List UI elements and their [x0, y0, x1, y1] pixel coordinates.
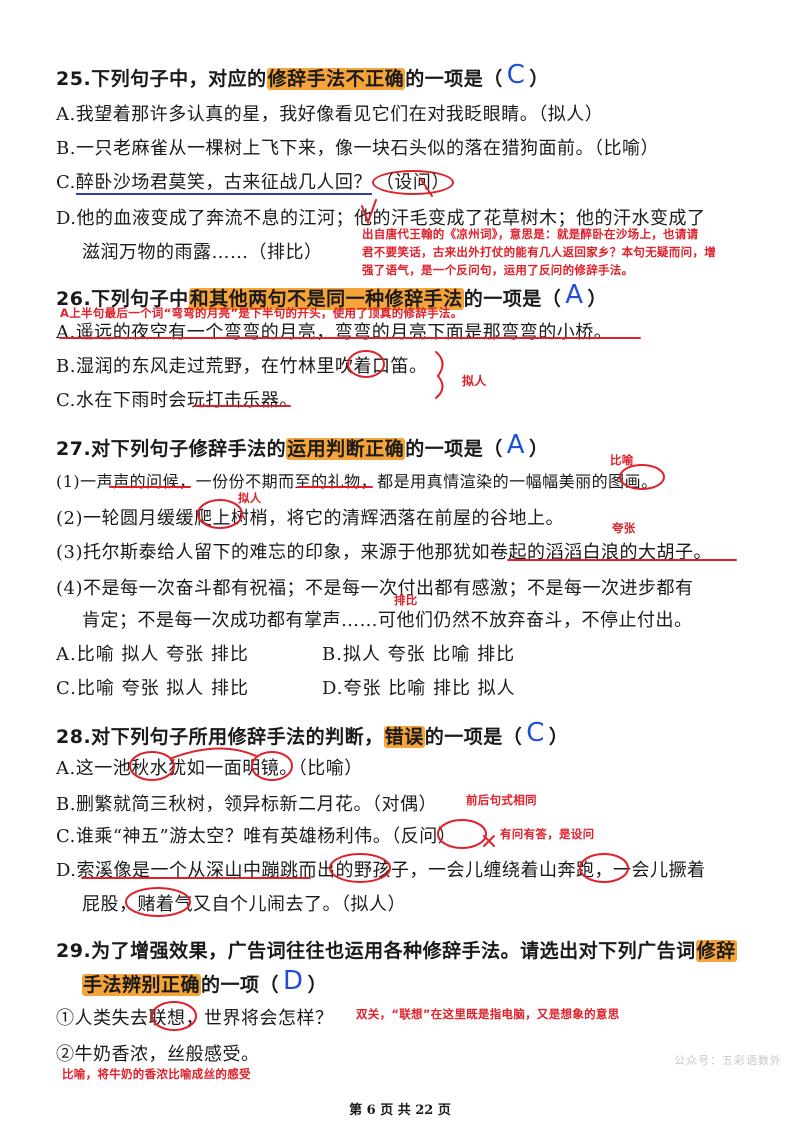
q28-cross-mark: [483, 835, 495, 847]
q28-suffix: 的一项是（: [424, 726, 523, 748]
q29-close: ）: [307, 974, 328, 996]
q29-answer: D: [283, 966, 304, 996]
q27-sentence-4a: (4)不是每一次奋斗都有祝福；不是每一次付出都有感激；不是每一次进步都有: [56, 578, 694, 599]
question-29-title-line1: 29.为了增强效果，广告词往往也运用各种修辞手法。请选出对下列广告词修辞: [56, 936, 737, 963]
q26-prefix: 26.下列句子中: [56, 288, 189, 310]
q27-answer: A: [506, 430, 525, 460]
q27-close: ）: [529, 438, 549, 460]
q25-note-line2: 君不要笑话，古来出外打仗的能有几人返回家乡？本句无疑而问，增: [362, 245, 716, 259]
q27-note-kuazhang: 夸张: [612, 521, 636, 535]
q27-option-c: C.比喻 夸张 拟人 排比: [56, 678, 250, 699]
q29-prefix: 29.为了增强效果，广告词往往也运用各种修辞手法。请选出对下列广告词: [56, 940, 696, 962]
q29-highlight-1: 修辞: [695, 940, 737, 962]
q25-option-d-line2: 滋润万物的雨露……（排比）: [82, 242, 323, 263]
q27-note-niren: 拟人: [238, 491, 262, 505]
q26-answer: A: [565, 280, 584, 310]
q26-highlight: 和其他两句不是同一种修辞手法: [188, 288, 464, 310]
q25-highlight: 修辞手法不正确: [266, 68, 406, 90]
q27-note-paibi: 排比: [394, 593, 418, 607]
q27-highlight: 运用判断正确: [286, 438, 406, 460]
q25-option-d-line1: D.他的血液变成了奔流不息的江河；他的汗毛变成了花草树木；他的汗水变成了: [56, 208, 706, 229]
q28-answer: C: [526, 718, 545, 748]
q27-sentence-4b: 肯定；不是每一次成功都有掌声……可他们仍然不放弃奋斗，不停止付出。: [82, 610, 693, 631]
q27-sentence-2: (2)一轮圆月缓缓爬上树梢，将它的清辉洒落在前屋的谷地上。: [56, 508, 564, 529]
q27-sentence-1: (1)一声声的问候，一份份不期而至的礼物，都是用真情渲染的一幅幅美丽的图画。: [56, 472, 658, 491]
q27-suffix: 的一项是（: [405, 438, 503, 460]
q29-note-2: 比喻，将牛奶的香浓比喻成丝的感受: [62, 1067, 251, 1081]
page-footer: 第 6 页 共 22 页: [349, 1103, 451, 1118]
q29-suffix: 的一项（: [201, 974, 280, 996]
q25-note-line1: 出自唐代王翰的《凉州词》，意思是：就是醉卧在沙场上，也请请: [362, 227, 699, 241]
q26-option-c: C.水在下雨时会玩打击乐器。: [56, 390, 298, 411]
question-26-title: 26.下列句子中和其他两句不是同一种修辞手法的一项是（A）: [56, 280, 608, 312]
question-29-title-line2: 手法辨别正确的一项（D）: [82, 966, 328, 998]
q26-option-b: B.湿润的东风走过荒野，在竹林里吹着口笛。: [56, 356, 428, 377]
q26-note: A上半句最后一个词“弯弯的月亮”是下半句的开头，使用了顶真的修辞手法。: [60, 306, 463, 320]
q29-highlight-2: 手法辨别正确: [82, 974, 202, 996]
q26-close: ）: [587, 288, 608, 310]
question-25-title: 25.下列句子中，对应的修辞手法不正确的一项是（C）: [56, 60, 549, 92]
q25-close: ）: [529, 68, 549, 90]
q28-note-c: 有问有答，是设问: [500, 827, 595, 841]
q29-sentence-2: ②牛奶香浓，丝般感受。: [56, 1044, 260, 1065]
q28-close: ）: [548, 726, 569, 748]
q25-option-a: A.我望着那许多认真的星，我好像看见它们在对我眨眼睛。（拟人）: [56, 104, 604, 125]
q26-bracket: [435, 351, 444, 399]
q25-option-c: C.醉卧沙场君莫笑，古来征战几人回？（设问）: [56, 168, 454, 195]
question-27-title: 27.对下列句子修辞手法的运用判断正确的一项是（A）: [56, 430, 549, 462]
q25-c-label: C.: [56, 172, 76, 193]
q28-note-b: 前后句式相同: [466, 793, 537, 807]
q27-option-d: D.夸张 比喻 排比 拟人: [322, 678, 516, 699]
watermark: 公众号：五彩语数外: [674, 1054, 782, 1067]
q28-highlight: 错误: [383, 726, 425, 748]
q26-option-a: A.遥远的夜空有一个弯弯的月亮，弯弯的月亮下面是那弯弯的小桥。: [56, 322, 613, 343]
q27-sentence-3: (3)托尔斯泰给人留下的难忘的印象，来源于他那犹如卷起的滔滔白浪的大胡子。: [56, 542, 712, 563]
q28-option-b: B.删繁就简三秋树，领异标新二月花。（对偶）: [56, 794, 437, 815]
q27-note-biyu: 比喻: [610, 453, 634, 467]
q27-option-b: B.拟人 夸张 比喻 排比: [322, 644, 516, 665]
q26-suffix: 的一项是（: [463, 288, 562, 310]
q25-note-line3: 强了语气，是一个反问句，运用了反问的修辞手法。: [362, 263, 634, 277]
q27-option-a: A.比喻 拟人 夸张 排比: [56, 644, 249, 665]
q26-note-right: 拟人: [462, 374, 487, 388]
q28-option-c: C.谁乘“神五”游太空？唯有英雄杨利伟。（反问）: [56, 826, 457, 847]
q29-note-1: 双关，“联想”在这里既是指电脑，又是想象的意思: [356, 1007, 620, 1021]
q25-prefix: 25.下列句子中，对应的: [56, 68, 267, 90]
q29-sentence-1: ①人类失去联想，世界将会怎样？: [56, 1008, 334, 1029]
q25-answer: C: [506, 60, 526, 90]
q25-c-tag: （设问）: [371, 170, 454, 195]
q27-prefix: 27.对下列句子修辞手法的: [56, 438, 287, 460]
q28-option-d-line1: D.索溪像是一个从深山中蹦跳而出的野孩子，一会儿缠绕着山奔跑，一会儿撅着: [56, 860, 706, 881]
q28-option-a: A.这一池秋水犹如一面明镜。（比喻）: [56, 758, 363, 779]
q25-c-text: 醉卧沙场君莫笑，古来征战几人回？: [75, 172, 372, 195]
question-28-title: 28.对下列句子所用修辞手法的判断，错误的一项是（C）: [56, 718, 569, 750]
q25-option-b: B.一只老麻雀从一棵树上飞下来，像一块石头似的落在猎狗面前。（比喻）: [56, 138, 659, 159]
q28-prefix: 28.对下列句子所用修辞手法的判断，: [56, 726, 384, 748]
q25-suffix: 的一项是（: [405, 68, 503, 90]
q28-option-d-line2: 屁股，赌着气又自个儿闹去了。（拟人）: [82, 894, 406, 915]
